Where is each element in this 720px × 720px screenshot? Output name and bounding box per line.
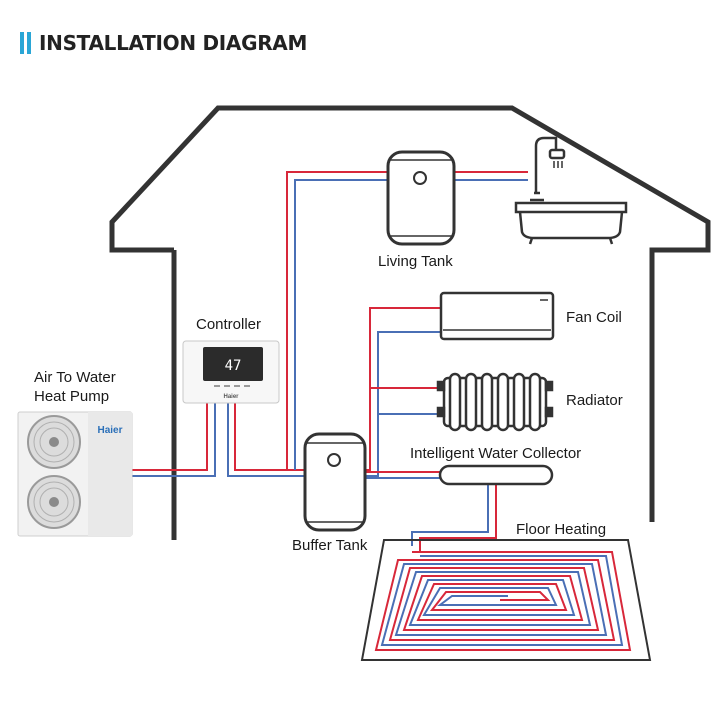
fan-icon <box>27 415 81 469</box>
pipe-cold <box>364 331 441 477</box>
floor-heating-outline <box>360 539 652 661</box>
floor-heating-mat <box>360 539 652 661</box>
water-collector <box>438 464 554 486</box>
pipe-hot <box>130 402 208 471</box>
controller-screen <box>203 347 263 381</box>
collector-label: Intelligent Water Collector <box>410 445 582 462</box>
fan-icon <box>27 475 81 529</box>
radiator-unit <box>436 372 554 432</box>
heat-pump-brand-logo: Haier <box>97 425 122 436</box>
heat-pump-label-line: Heat Pump <box>34 388 110 405</box>
controller-device: 47 Haier <box>182 340 280 404</box>
buffer-tank-label: Buffer Tank <box>292 537 368 554</box>
pipe-cold <box>411 484 489 546</box>
living-tank <box>386 150 456 246</box>
heat-pump-label-line: Air To Water <box>34 369 116 386</box>
tank-gauge-icon <box>327 453 341 467</box>
buffer-tank <box>303 432 367 532</box>
controller-button-row <box>214 385 250 387</box>
floor-heating-coil <box>374 551 632 651</box>
shower-pipe <box>534 136 558 193</box>
title-accent-bar <box>27 32 31 54</box>
pipe-cold <box>294 179 388 470</box>
title-accent-bar <box>20 32 24 54</box>
floor-heating-coil <box>380 555 624 646</box>
fan-coil-label: Fan Coil <box>566 309 622 326</box>
page-title: INSTALLATION DIAGRAM <box>39 31 308 55</box>
heat-pump-unit: Haier <box>17 411 133 537</box>
controller-brand-logo: Haier <box>223 394 239 400</box>
pipe-hot <box>234 402 305 471</box>
controller-label: Controller <box>196 316 262 333</box>
pipe-cold <box>227 402 305 477</box>
floor-heating-label: Floor Heating <box>516 521 607 538</box>
shower-head-icon <box>548 148 566 160</box>
pipe-hot <box>419 484 497 552</box>
pipe-cold <box>130 402 216 477</box>
title-block: INSTALLATION DIAGRAM <box>20 30 307 56</box>
pipe-hot <box>286 171 388 470</box>
house-outline <box>109 105 711 522</box>
heat-pump-label: Air To Water Heat Pump <box>34 368 116 406</box>
controller-display-value: 47 <box>225 358 242 374</box>
pipes <box>130 171 528 552</box>
living-tank-label: Living Tank <box>378 253 453 270</box>
fan-coil-unit <box>439 291 555 341</box>
tank-gauge-icon <box>413 171 427 185</box>
radiator-label: Radiator <box>566 392 623 409</box>
bathtub-icon <box>514 136 628 245</box>
